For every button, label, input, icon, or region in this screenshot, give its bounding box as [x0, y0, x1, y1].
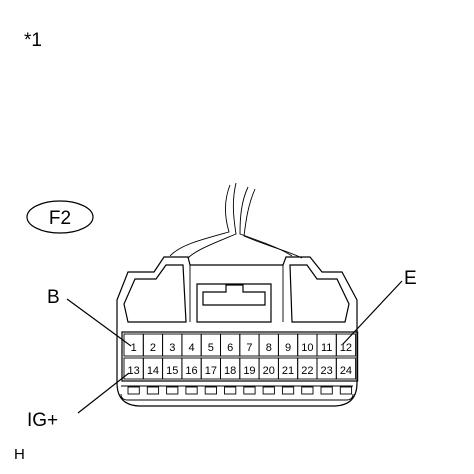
pin-number: 1 — [131, 342, 137, 354]
keying-tab — [320, 386, 333, 395]
connector-id: F2 — [49, 208, 71, 229]
pin-number: 11 — [321, 342, 332, 354]
connector-housing — [116, 256, 358, 407]
pin-number: 7 — [246, 342, 252, 354]
pin-number: 4 — [188, 342, 194, 354]
pin-number: 13 — [128, 365, 140, 377]
pin-number: 14 — [147, 365, 159, 377]
callout-e: E — [342, 268, 417, 345]
pin-number: 16 — [185, 365, 197, 377]
keying-tab — [281, 386, 295, 395]
wire-harness — [169, 182, 303, 259]
pin-number: 17 — [205, 365, 217, 377]
keying-tab — [166, 386, 179, 395]
pin-number: 6 — [227, 342, 233, 354]
pin-number: 19 — [243, 365, 255, 377]
keying-tab — [243, 386, 256, 395]
connector-id-badge: F2 — [26, 200, 94, 234]
pin-number: 2 — [150, 342, 156, 354]
pin-number: 18 — [224, 365, 236, 377]
keying-tab — [127, 386, 140, 395]
pin-number: 8 — [266, 342, 272, 354]
pin-number: 15 — [166, 365, 178, 377]
corner-mark: H — [14, 446, 25, 463]
pin-number: 5 — [208, 342, 214, 354]
keying-tab — [204, 386, 217, 395]
pin-number: 9 — [285, 342, 291, 354]
figure-label: *1 — [24, 30, 42, 51]
callout-b-label: B — [47, 287, 60, 308]
pin-grid-frame — [121, 331, 359, 382]
callout-ig-label: IG+ — [27, 410, 58, 431]
keying-tab — [339, 386, 353, 395]
pin-number: 12 — [340, 342, 352, 354]
keying-tab — [262, 386, 275, 395]
keying-tab — [301, 386, 314, 395]
pin-number: 22 — [301, 365, 313, 377]
pin-number: 24 — [340, 365, 352, 377]
callout-ig: IG+ — [27, 372, 130, 431]
keying-tab — [185, 386, 198, 395]
callout-e-label: E — [404, 268, 417, 289]
pin-number: 10 — [301, 342, 313, 354]
keying-tab — [224, 386, 237, 395]
pin-cell — [335, 333, 357, 357]
pin-cell — [335, 357, 357, 380]
pin-number: 21 — [282, 365, 294, 377]
callout-b: B — [47, 287, 132, 347]
pin-number: 20 — [263, 365, 275, 377]
keying-tab — [146, 386, 160, 395]
pin-number: 23 — [321, 365, 333, 377]
pin-number: 3 — [169, 342, 175, 354]
